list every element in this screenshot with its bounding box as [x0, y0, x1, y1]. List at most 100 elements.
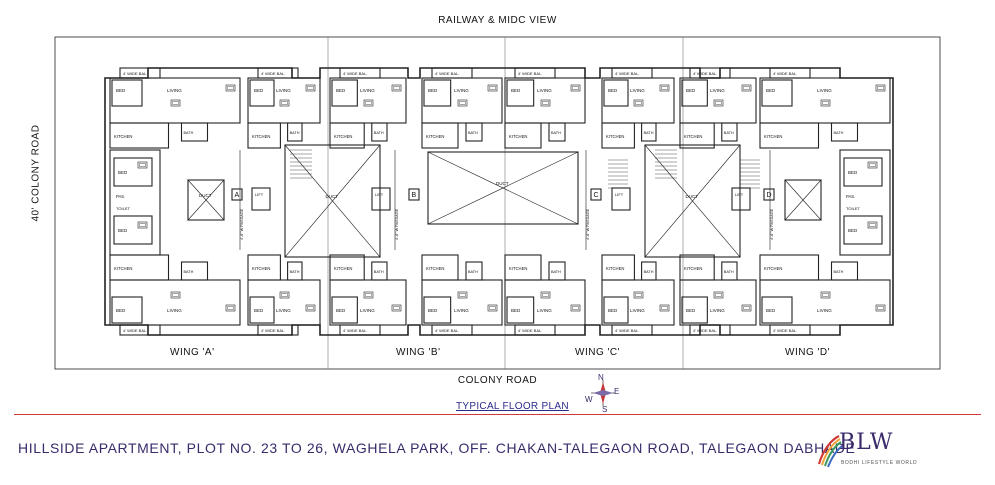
kitchen-label: KITCHEN	[764, 266, 782, 271]
living-room	[601, 77, 675, 124]
living-room	[759, 77, 891, 124]
duct-cross	[784, 179, 822, 221]
lift-shaft	[371, 187, 391, 211]
compass-e: E	[614, 387, 619, 396]
bed-fixture	[869, 163, 876, 167]
bedroom	[681, 296, 708, 324]
duct-cross	[187, 179, 225, 221]
side-flat	[109, 149, 161, 256]
bath-label: BATH	[290, 270, 300, 274]
living-room	[504, 77, 586, 124]
balcony-label: 4' WIDE BAL.	[773, 71, 797, 76]
sofa-fixture	[279, 99, 290, 107]
pas-label: PAS.	[846, 194, 855, 199]
bed-fixture	[743, 306, 750, 310]
sofa-fixture	[713, 99, 724, 107]
passage-label: 4'-6" W PASSAGE	[395, 208, 399, 240]
sofa-fixture	[281, 293, 288, 297]
toilet-label: TOILET	[116, 206, 130, 211]
sofa-fixture	[170, 99, 181, 107]
living-label: LIVING	[630, 88, 645, 93]
lift-label: LIFT	[375, 192, 384, 197]
kitchen-label: KITCHEN	[509, 266, 527, 271]
bath-label: BATH	[290, 131, 300, 135]
bedroom	[111, 296, 143, 324]
bed-fixture	[741, 84, 752, 92]
bedroom	[423, 296, 452, 324]
living-room	[679, 279, 757, 326]
bed-fixture	[391, 84, 402, 92]
compass-w: W	[585, 395, 593, 404]
bath-label: BATH	[468, 131, 478, 135]
sofa-fixture	[363, 99, 374, 107]
bathroom	[465, 261, 483, 281]
bedroom	[761, 296, 793, 324]
bath-label: BATH	[184, 131, 194, 135]
bath-label: BATH	[834, 131, 844, 135]
sofa-fixture	[715, 293, 722, 297]
lift-shaft	[251, 187, 271, 211]
wing-marker-letter: B	[412, 192, 417, 199]
bed-fixture	[869, 223, 876, 227]
bed-fixture	[867, 161, 878, 169]
bedroom	[681, 79, 708, 107]
duct-core	[427, 151, 579, 225]
living-label: LIVING	[360, 88, 375, 93]
living-room	[601, 279, 675, 326]
bed-fixture	[307, 306, 314, 310]
wing-c-label: WING 'C'	[575, 347, 621, 358]
bed-fixture	[487, 84, 498, 92]
kitchen	[247, 254, 281, 281]
bedroom	[603, 79, 629, 107]
kitchen-label: KITCHEN	[252, 266, 270, 271]
bath-label: BATH	[644, 270, 654, 274]
bed-fixture	[139, 223, 146, 227]
bath-label: BATH	[834, 270, 844, 274]
bathroom	[371, 122, 388, 142]
bedroom	[249, 79, 275, 107]
bath-label: BATH	[374, 131, 384, 135]
bed-label: BED	[686, 88, 696, 93]
bathroom	[548, 122, 566, 142]
bed-fixture	[489, 306, 496, 310]
wing-a-label: WING 'A'	[170, 347, 215, 358]
sofa-fixture	[457, 291, 468, 299]
sofa-fixture	[365, 101, 372, 105]
bedroom	[113, 157, 153, 187]
passage-label: 4'-6" W PASSAGE	[586, 208, 590, 240]
sofa-fixture	[822, 293, 829, 297]
sofa-fixture	[820, 99, 831, 107]
kitchen	[679, 254, 715, 281]
kitchen	[601, 122, 635, 149]
sofa-fixture	[820, 291, 831, 299]
duct-label: DUCT	[686, 194, 699, 199]
kitchen	[421, 122, 459, 149]
bed-label: BED	[766, 308, 776, 313]
compass-s: S	[602, 405, 607, 414]
duct-label: DUCT	[199, 193, 212, 198]
living-label: LIVING	[630, 308, 645, 313]
plan-title: TYPICAL FLOOR PLAN	[456, 401, 569, 412]
lift-label: LIFT	[735, 192, 744, 197]
sofa-fixture	[172, 293, 179, 297]
balcony-label: 4' WIDE BAL.	[615, 71, 639, 76]
bath-label: BATH	[644, 131, 654, 135]
bath-label: BATH	[724, 270, 734, 274]
balcony-label: 4' WIDE BAL.	[773, 328, 797, 333]
balcony-label: 4' WIDE BAL.	[435, 71, 459, 76]
wing-marker-letter: D	[767, 192, 772, 199]
living-room	[421, 279, 503, 326]
bed-label: BED	[428, 88, 438, 93]
bed-label: BED	[118, 170, 128, 175]
bedroom	[506, 79, 535, 107]
bed-label: BED	[254, 308, 264, 313]
bottom-road-label: COLONY ROAD	[457, 375, 538, 386]
living-label: LIVING	[167, 88, 182, 93]
sofa-fixture	[172, 101, 179, 105]
bed-fixture	[487, 304, 498, 312]
bed-fixture	[661, 306, 668, 310]
bathroom	[180, 122, 209, 142]
living-room	[329, 77, 407, 124]
bed-fixture	[572, 86, 579, 90]
duct-cross	[427, 151, 579, 225]
